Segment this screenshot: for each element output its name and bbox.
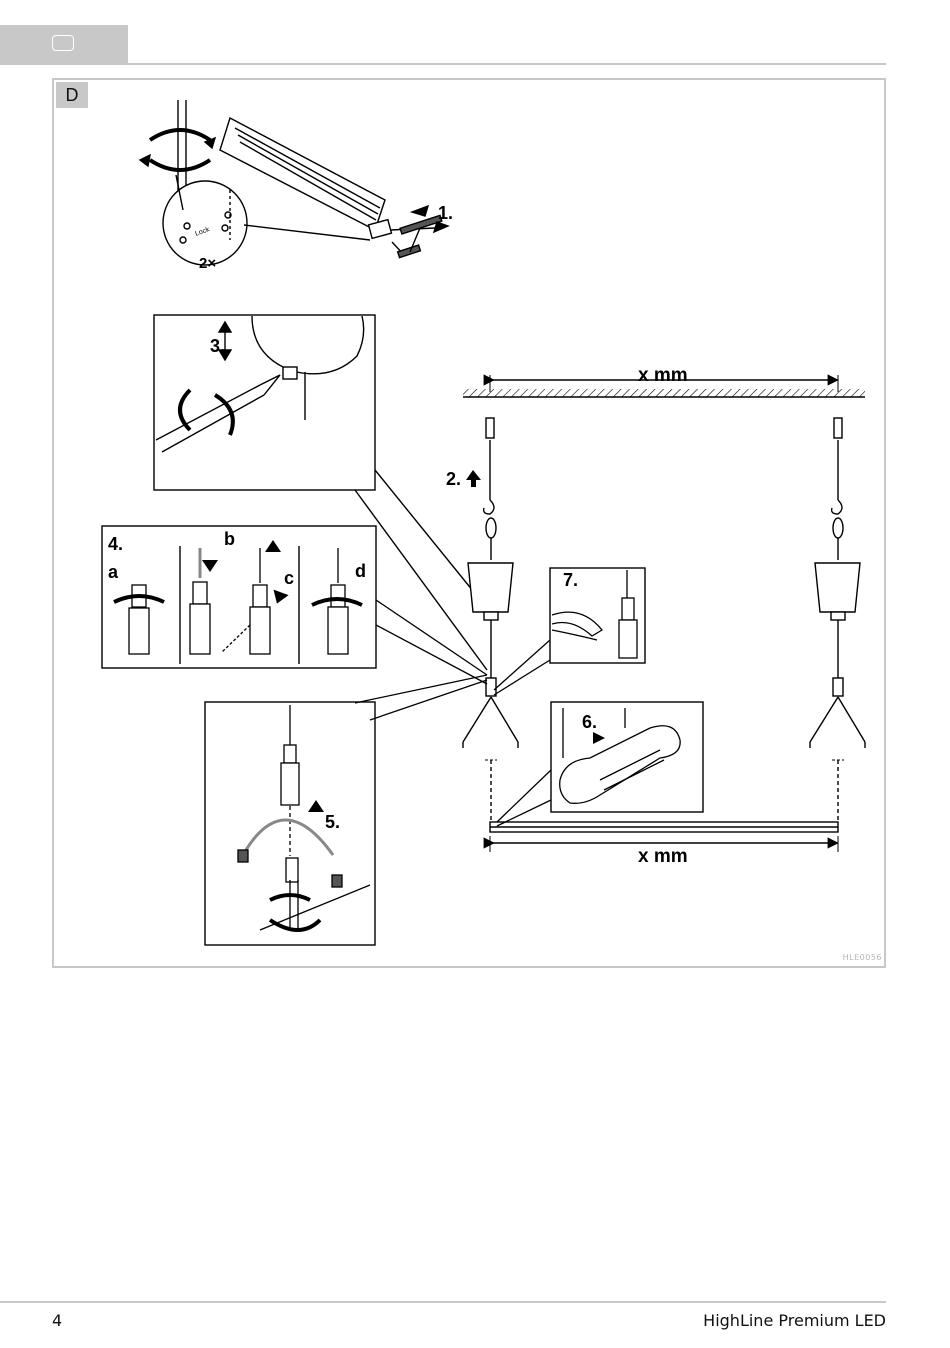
top-divider [0, 63, 886, 65]
lock-label: Lock [194, 226, 211, 238]
page-number: 4 [52, 1311, 63, 1330]
rounded-rectangle-icon [52, 35, 74, 51]
step-2-label: 2. [446, 469, 461, 489]
step7-illustration [493, 570, 638, 696]
product-name: HighLine Premium LED [703, 1311, 886, 1330]
ceiling-hatch [463, 389, 865, 397]
step1-illustration [138, 100, 450, 266]
step5-illustration [237, 674, 488, 932]
chapter-tab [0, 25, 128, 63]
twice-label: 2× [199, 255, 216, 272]
step-4c-label: c [284, 568, 294, 588]
step-4-label: 4. [108, 534, 123, 554]
step3-illustration [155, 315, 491, 671]
step-4a-label: a [108, 562, 119, 582]
step-5-label: 5. [325, 812, 340, 832]
top-dimension-label: x mm [638, 365, 688, 386]
step-6-label: 6. [582, 712, 597, 732]
step-7-label: 7. [563, 570, 578, 590]
installation-diagram: 1. 2× Lock 3. x mm [101, 100, 866, 946]
step-1-label: 1. [438, 203, 453, 223]
step6-illustration [496, 708, 681, 827]
step-4d-label: d [355, 561, 366, 581]
bottom-dimension-label: x mm [638, 846, 688, 867]
figure-frame [52, 78, 886, 968]
luminaire-profile [489, 821, 839, 833]
up-arrow-icon [466, 470, 481, 487]
step-4b-label: b [224, 529, 235, 549]
bottom-divider [0, 1301, 886, 1303]
right-suspension [809, 417, 866, 822]
figure-code: HLE0056 [842, 953, 882, 962]
step4-illustration [113, 548, 488, 685]
left-suspension [462, 417, 519, 822]
step-3-label: 3. [210, 336, 225, 356]
section-label: D [56, 82, 88, 108]
